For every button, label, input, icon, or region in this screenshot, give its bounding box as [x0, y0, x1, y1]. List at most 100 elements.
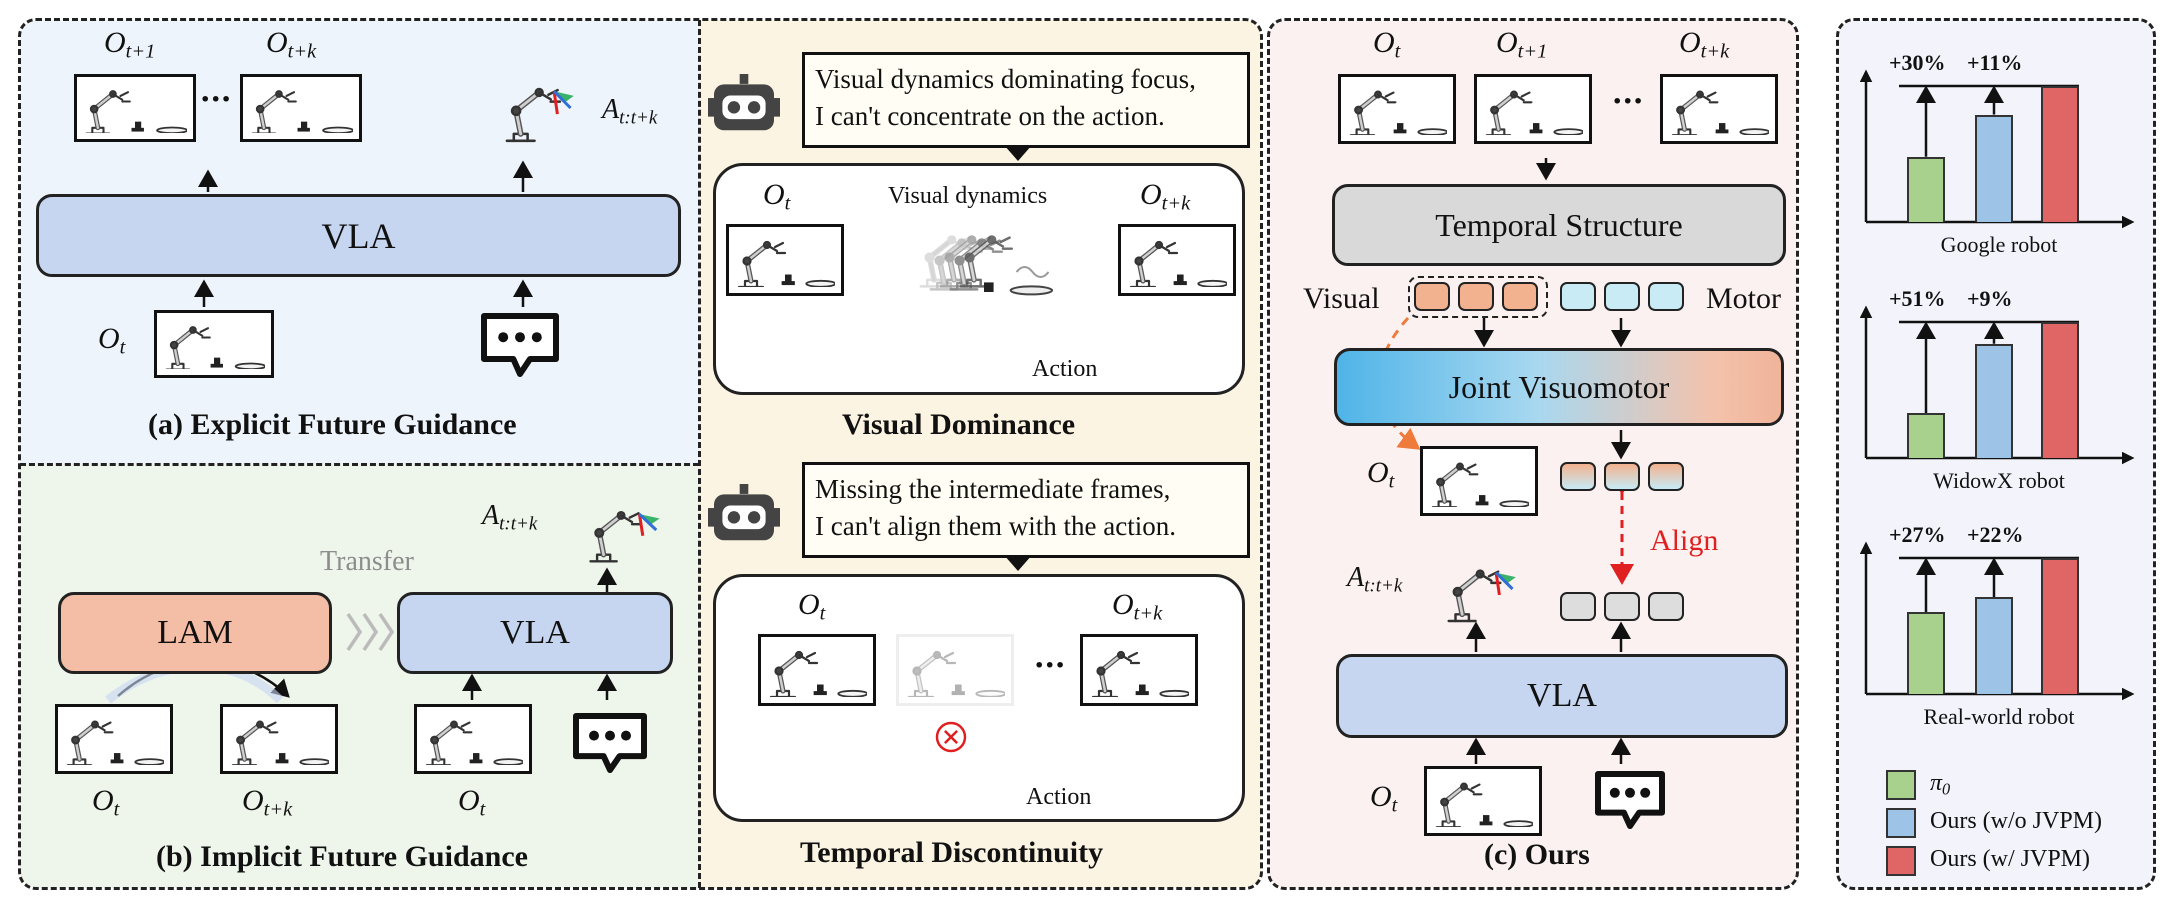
panel-b-vla-block: VLA: [397, 592, 673, 674]
left-panel-outline: [18, 18, 1263, 890]
robot-arm-scene-icon: [55, 704, 173, 774]
robot-arm-scene-icon: [1424, 766, 1542, 836]
temporal-discontinuity-ellipsis: ···: [1034, 648, 1066, 683]
temporal-discontinuity-caption: Temporal Discontinuity: [800, 836, 1104, 869]
robot-arm-icon: [584, 494, 668, 566]
result-bar: [1975, 114, 2013, 222]
panel-c-vla-block: VLA: [1336, 654, 1788, 738]
robot-arm-scene-icon: [896, 634, 1014, 706]
visual-dominance-bubble-line-1: Visual dynamics dominating focus,: [815, 64, 1196, 94]
result-gain-label: +27%: [1889, 522, 1946, 547]
visual-token-group: [1408, 276, 1548, 318]
robot-arm-scene-icon: [1474, 74, 1592, 144]
panel-a-frame-label-1: Ot+1: [104, 26, 156, 63]
visual-label: Visual: [1303, 282, 1380, 315]
result-bar: [1907, 612, 1945, 694]
action-token: [1604, 592, 1640, 621]
panel-divider-vertical: [698, 20, 701, 888]
result-chart-name: Real-world robot: [1923, 704, 2075, 729]
panel-b-frame-label-1: Ot: [92, 784, 120, 821]
panel-b-frame-label-2: Ot+k: [242, 784, 293, 821]
panel-c-input-label: Ot: [1370, 780, 1398, 817]
robot-arm-scene-icon: [1080, 634, 1198, 706]
panel-b-caption: (b) Implicit Future Guidance: [156, 840, 528, 873]
temporal-discontinuity-frame-label-2: Ot+k: [1112, 588, 1163, 625]
result-gain-label: +30%: [1889, 50, 1946, 75]
result-chart-name: WidowX robot: [1933, 468, 2065, 493]
robot-arm-scene-icon: [220, 704, 338, 774]
visual-token: [1458, 282, 1494, 311]
lam-block: LAM: [58, 592, 332, 674]
legend-label-ours-w-jvpm: Ours (w/ JVPM): [1930, 846, 2091, 872]
motor-label: Motor: [1706, 282, 1781, 315]
robot-arm-icon: [500, 70, 582, 146]
robot-arm-scene-icon: [726, 224, 844, 296]
robot-arm-scene-icon: [1338, 74, 1456, 144]
visual-dominance-speech-bubble: Visual dynamics dominating focus, I can'…: [802, 52, 1250, 148]
panel-a-ellipsis: ···: [200, 82, 232, 117]
panel-b-action-label: At:t+k: [482, 500, 538, 535]
visual-dominance-action-label: Action: [1032, 356, 1098, 382]
robot-arm-scene-icon: [240, 74, 362, 142]
temporal-discontinuity-speech-bubble: Missing the intermediate frames, I can't…: [802, 462, 1250, 558]
motor-token: [1604, 282, 1640, 311]
legend-swatch-pi0: [1886, 770, 1916, 800]
robot-arm-icon: [1442, 552, 1524, 626]
temporal-discontinuity-action-label: Action: [1026, 784, 1092, 810]
robot-arm-scene-icon: [154, 310, 274, 378]
action-token: [1560, 592, 1596, 621]
panel-c-obs-label: Ot: [1367, 456, 1395, 493]
panel-b-frame-label-3: Ot: [458, 784, 486, 821]
panel-b-transfer-label: Transfer: [320, 546, 414, 577]
visual-dynamics-label: Visual dynamics: [888, 183, 1048, 209]
motor-token: [1648, 282, 1684, 311]
result-gain-label: +9%: [1967, 286, 2013, 311]
result-bar: [2041, 86, 2079, 222]
temporal-discontinuity-frame-label-1: Ot: [798, 588, 826, 625]
result-bar: [2041, 322, 2079, 458]
legend-label-ours-wo-jvpm: Ours (w/o JVPM): [1930, 808, 2103, 834]
result-chart-name: Google robot: [1940, 232, 2058, 257]
robot-arm-scene-icon: [1420, 446, 1538, 516]
panel-a-vla-block: VLA: [36, 194, 681, 277]
legend-label-pi0: π0: [1930, 770, 1951, 799]
result-gain-label: +51%: [1889, 286, 1946, 311]
predicted-visuomotor-token: [1604, 462, 1640, 491]
panel-c-frame-label-3: Ot+k: [1679, 26, 1730, 63]
result-gain-label: +11%: [1967, 50, 2023, 75]
result-bar: [1907, 413, 1945, 458]
robot-arm-scene-icon: [74, 74, 196, 142]
result-bar: [1975, 597, 2013, 694]
legend-swatch-ours-w-jvpm: [1886, 846, 1916, 876]
speech-bubble-tail: [1004, 555, 1032, 571]
panel-c-ellipsis: ···: [1612, 84, 1644, 119]
action-token: [1648, 592, 1684, 621]
legend-swatch-ours-wo-jvpm: [1886, 808, 1916, 838]
joint-visuomotor-block: Joint Visuomotor: [1334, 348, 1784, 426]
chat-bubble-icon: [570, 710, 650, 774]
predicted-visuomotor-token: [1560, 462, 1596, 491]
robot-head-icon: [708, 72, 780, 134]
visual-token: [1414, 282, 1450, 311]
chat-bubble-icon: [1592, 768, 1668, 830]
panel-a-frame-label-2: Ot+k: [266, 26, 317, 63]
panel-c-caption: (c) Ours: [1484, 838, 1590, 871]
panel-divider-horizontal: [20, 463, 699, 466]
panel-b-background: [20, 464, 699, 888]
visual-dominance-caption: Visual Dominance: [842, 408, 1076, 441]
motor-token: [1560, 282, 1596, 311]
panel-a-action-label: At:t+k: [602, 94, 658, 129]
result-gain-label: +22%: [1967, 522, 2024, 547]
panel-c-frame-label-2: Ot+1: [1496, 26, 1548, 63]
visual-dominance-frame-label-2: Ot+k: [1140, 178, 1191, 215]
visual-token: [1502, 282, 1538, 311]
robot-arm-scene-icon: [1660, 74, 1778, 144]
motion-trajectory-icon: [910, 220, 1058, 300]
panel-right-outline: [1836, 18, 2156, 890]
temporal-structure-block: Temporal Structure: [1332, 184, 1786, 266]
panel-c-outline: [1267, 18, 1799, 890]
result-bar: [1975, 343, 2013, 458]
cross-circle-icon: [934, 720, 968, 754]
panel-c-action-label: At:t+k: [1347, 562, 1403, 597]
